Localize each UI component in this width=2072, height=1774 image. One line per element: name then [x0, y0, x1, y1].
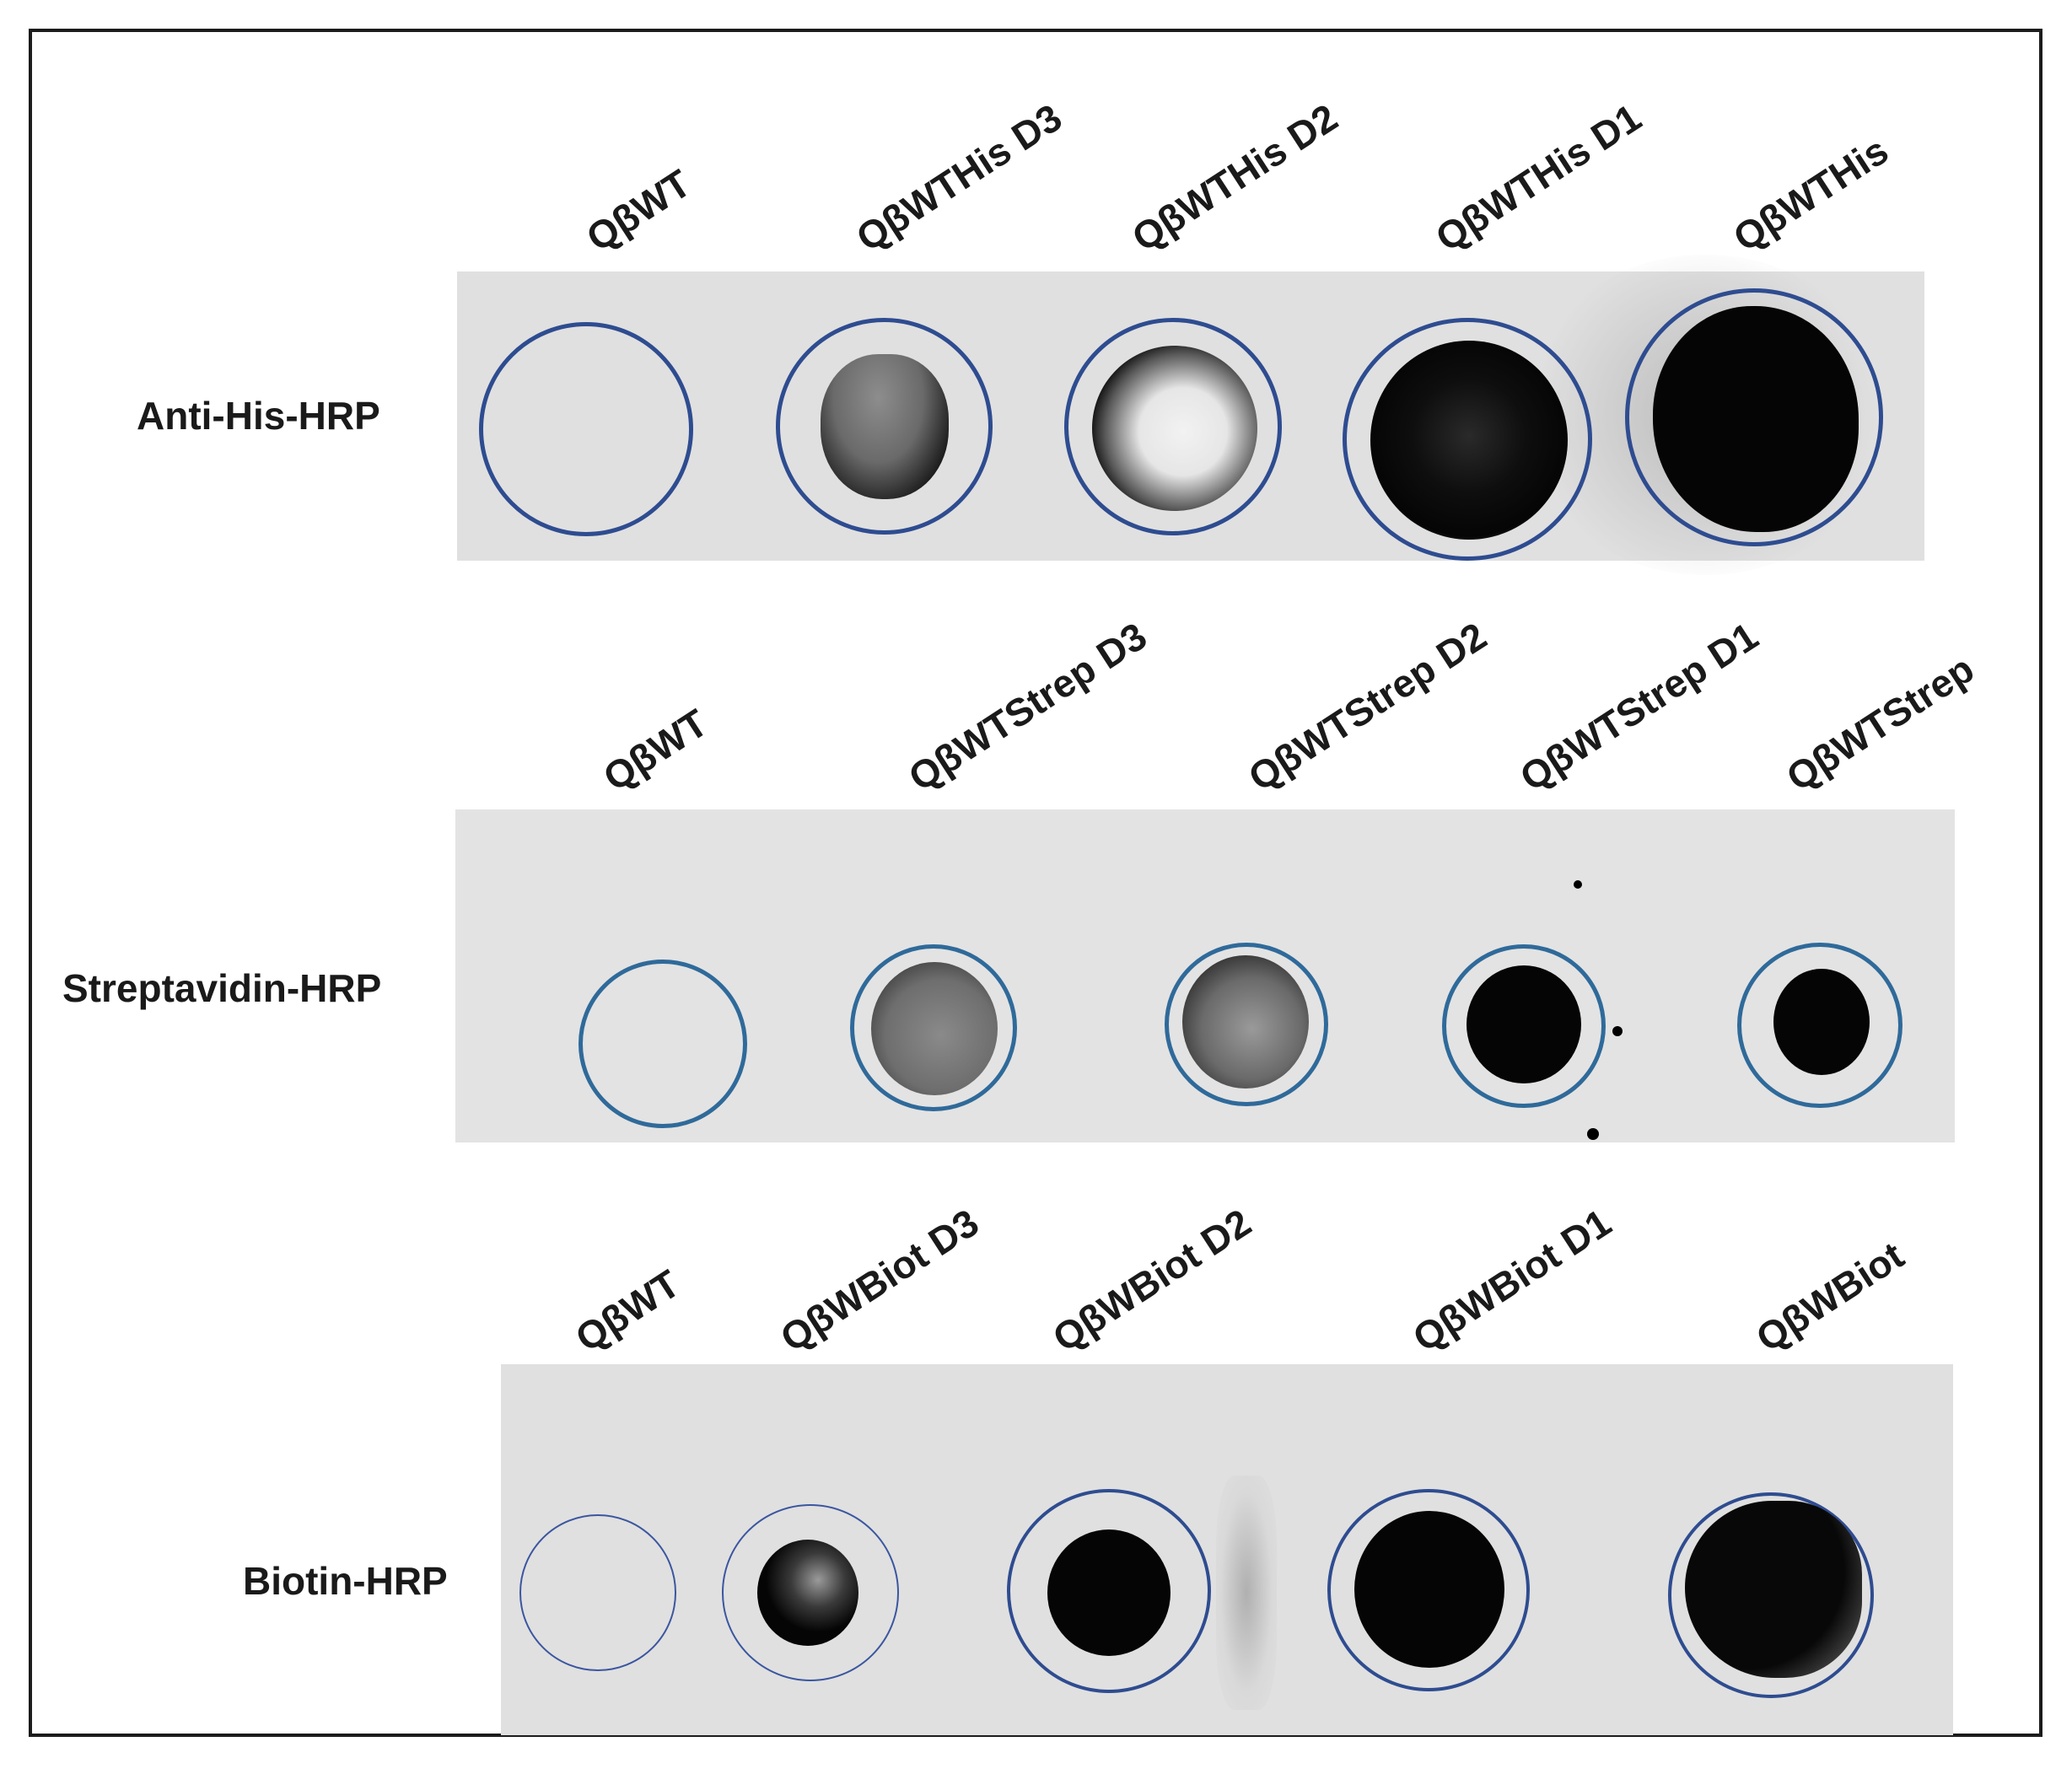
- dot-signal: [821, 354, 949, 499]
- sample-circle: [1625, 288, 1883, 546]
- row-label-anti-his-hrp: Anti-His-HRP: [137, 394, 380, 438]
- sample-circle: [722, 1504, 899, 1681]
- dot-signal: [1467, 965, 1581, 1083]
- sample-circle: [579, 960, 747, 1128]
- dot-signal: [1773, 969, 1870, 1075]
- sample-circle: [519, 1514, 676, 1671]
- row-label-biotin-hrp: Biotin-HRP: [243, 1559, 448, 1603]
- speck: [1574, 880, 1582, 889]
- dot-signal: [1092, 346, 1257, 511]
- sample-circle: [1007, 1489, 1211, 1693]
- sample-circle: [1343, 318, 1592, 561]
- speck: [1587, 1128, 1599, 1140]
- sample-circle: [1165, 943, 1328, 1106]
- sample-circle: [1442, 944, 1606, 1108]
- dot-signal: [757, 1540, 858, 1646]
- dot-signal: [1685, 1501, 1862, 1678]
- dot-signal: [1370, 341, 1568, 540]
- sample-circle: [850, 944, 1017, 1111]
- dot-signal: [1047, 1529, 1171, 1656]
- dot-signal: [1354, 1511, 1504, 1668]
- blot-membrane-biotin: [501, 1364, 1953, 1735]
- blot-membrane-streptavidin: [455, 809, 1955, 1142]
- sample-circle: [479, 322, 693, 536]
- row-label-streptavidin-hrp: Streptavidin-HRP: [62, 966, 382, 1010]
- sample-circle: [1737, 943, 1902, 1108]
- blot-membrane-anti-his: [457, 255, 1924, 575]
- sample-circle: [1327, 1489, 1530, 1691]
- smear: [1216, 1476, 1277, 1710]
- dot-signal: [1182, 955, 1309, 1089]
- dot-signal: [1653, 306, 1859, 532]
- sample-circle: [1668, 1492, 1874, 1698]
- sample-circle: [1064, 318, 1282, 535]
- dot-signal: [871, 962, 998, 1095]
- sample-circle: [776, 318, 993, 535]
- speck: [1612, 1026, 1623, 1036]
